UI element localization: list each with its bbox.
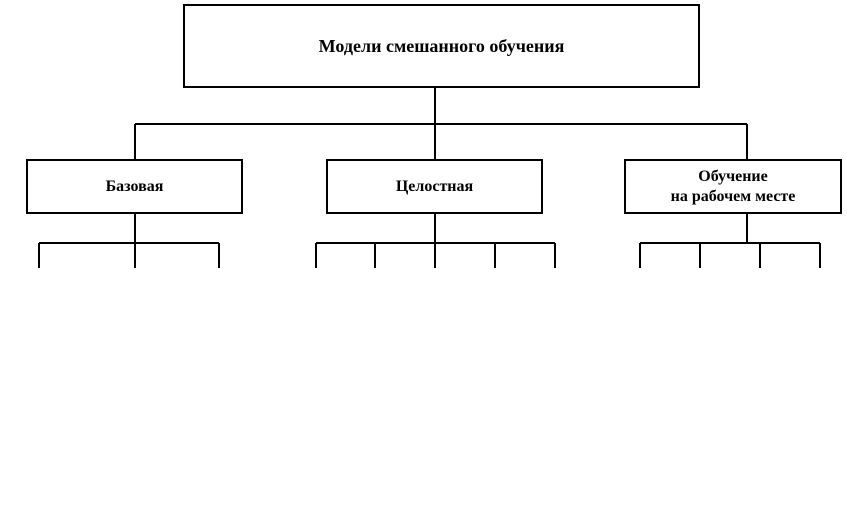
root-node: Модели смешанного обучения (183, 4, 700, 88)
model-node-workplace-label-line1: Обучение (698, 167, 768, 185)
model-node-workplace: Обучение на рабочем месте (624, 159, 842, 214)
model-node-workplace-label-line2: на рабочем месте (670, 187, 796, 205)
model-node-holistic: Целостная (326, 159, 543, 214)
model-node-basic: Базовая (26, 159, 243, 214)
root-node-label: Модели смешанного обучения (318, 35, 565, 56)
model-node-holistic-label: Целостная (395, 177, 474, 195)
model-node-basic-label: Базовая (105, 177, 164, 195)
